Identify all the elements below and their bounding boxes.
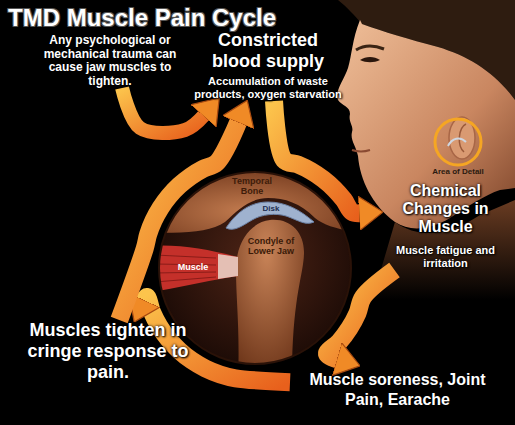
stage-text-box: Muscle soreness, Joint Pain, Earache — [290, 370, 505, 410]
muscle — [150, 246, 238, 292]
part-label: Muscle — [170, 262, 216, 272]
part-label: Disk — [256, 204, 286, 213]
cycle-arrow — [327, 270, 395, 359]
stage-heading: Any psychological or mechanical trauma c… — [40, 34, 180, 88]
cycle-arrow — [122, 88, 204, 133]
stage-text-box: Constricted blood supplyAccumulation of … — [183, 30, 353, 101]
stage-heading: Constricted blood supply — [183, 30, 353, 72]
stage-body: Accumulation of waste products, oxygen s… — [183, 75, 353, 101]
cycle-arrow — [119, 121, 238, 320]
stage-heading: Muscle soreness, Joint Pain, Earache — [290, 370, 505, 410]
stage-text-box: Chemical Changes in MuscleMuscle fatigue… — [383, 182, 508, 270]
temporal-bone — [150, 160, 360, 233]
muscle-fibres — [155, 255, 216, 282]
part-label: Area of Detail — [426, 167, 490, 176]
area-ring — [435, 119, 481, 165]
stage-text-box: Muscles tighten in cringe response to pa… — [8, 320, 208, 383]
stage-text-box: Any psychological or mechanical trauma c… — [40, 34, 180, 88]
cycle-arrow — [274, 101, 360, 213]
joint-outline — [159, 172, 351, 364]
part-label: Condyle of Lower Jaw — [246, 236, 296, 257]
stage-body: Muscle fatigue and irritation — [383, 244, 508, 270]
part-label: Temporal Bone — [222, 176, 282, 197]
disk — [226, 202, 314, 229]
eyebrow — [356, 46, 384, 50]
mouth — [352, 150, 370, 152]
eye — [360, 57, 380, 62]
joint-miniature — [448, 139, 466, 146]
diagram-title: TMD Muscle Pain Cycle — [8, 4, 276, 32]
tendon — [218, 254, 238, 279]
stage-heading: Muscles tighten in cringe response to pa… — [8, 320, 208, 383]
stage-heading: Chemical Changes in Muscle — [383, 182, 508, 236]
